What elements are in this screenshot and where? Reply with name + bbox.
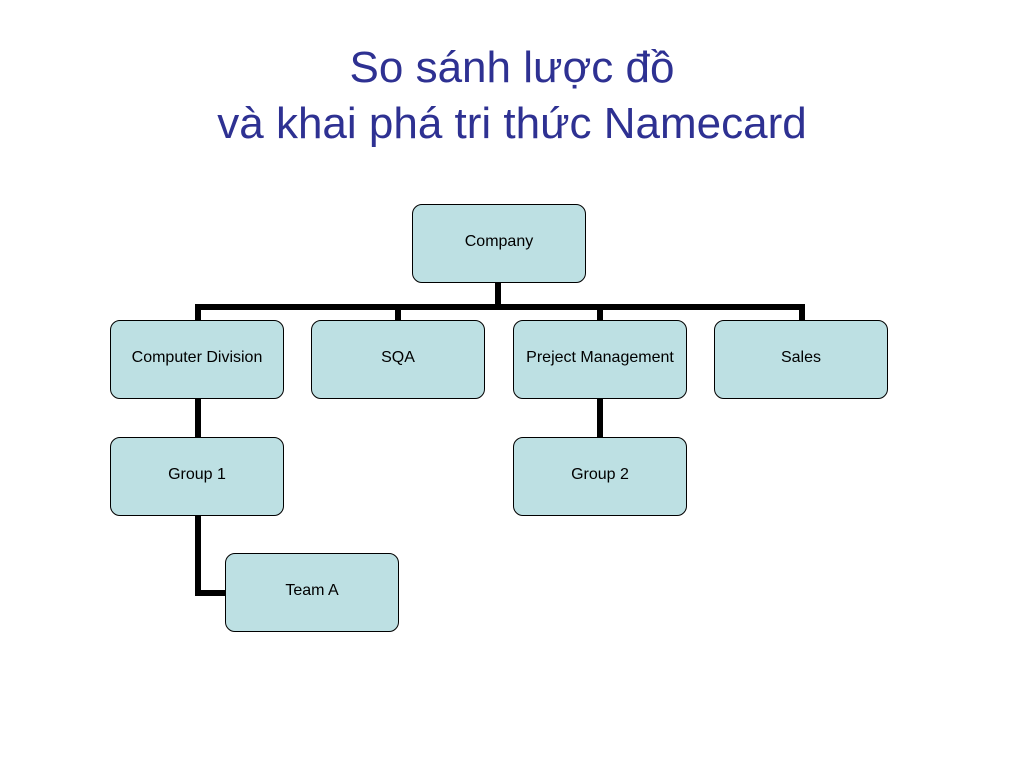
org-node-group-2: Group 2 bbox=[513, 437, 687, 516]
connector-to-group-2 bbox=[597, 398, 603, 439]
connector-to-computer-division bbox=[195, 304, 201, 322]
connector-horizontal-bus bbox=[195, 304, 805, 310]
connector-company-down bbox=[495, 282, 501, 309]
org-node-sales: Sales bbox=[714, 320, 888, 399]
org-node-project-management: Preject Management bbox=[513, 320, 687, 399]
connector-to-team-a bbox=[195, 590, 227, 596]
org-node-company: Company bbox=[412, 204, 586, 283]
connector-to-sqa bbox=[395, 304, 401, 322]
connector-to-sales bbox=[799, 304, 805, 322]
connector-to-group-1 bbox=[195, 398, 201, 439]
org-node-sqa: SQA bbox=[311, 320, 485, 399]
slide-title-line2: và khai phá tri thức Namecard bbox=[217, 99, 807, 148]
connector-to-project-management bbox=[597, 304, 603, 322]
org-node-team-a: Team A bbox=[225, 553, 399, 632]
connector-group-1-down bbox=[195, 515, 201, 596]
org-node-computer-division: Computer Division bbox=[110, 320, 284, 399]
slide-title-line1: So sánh lược đồ bbox=[349, 43, 675, 92]
org-node-group-1: Group 1 bbox=[110, 437, 284, 516]
